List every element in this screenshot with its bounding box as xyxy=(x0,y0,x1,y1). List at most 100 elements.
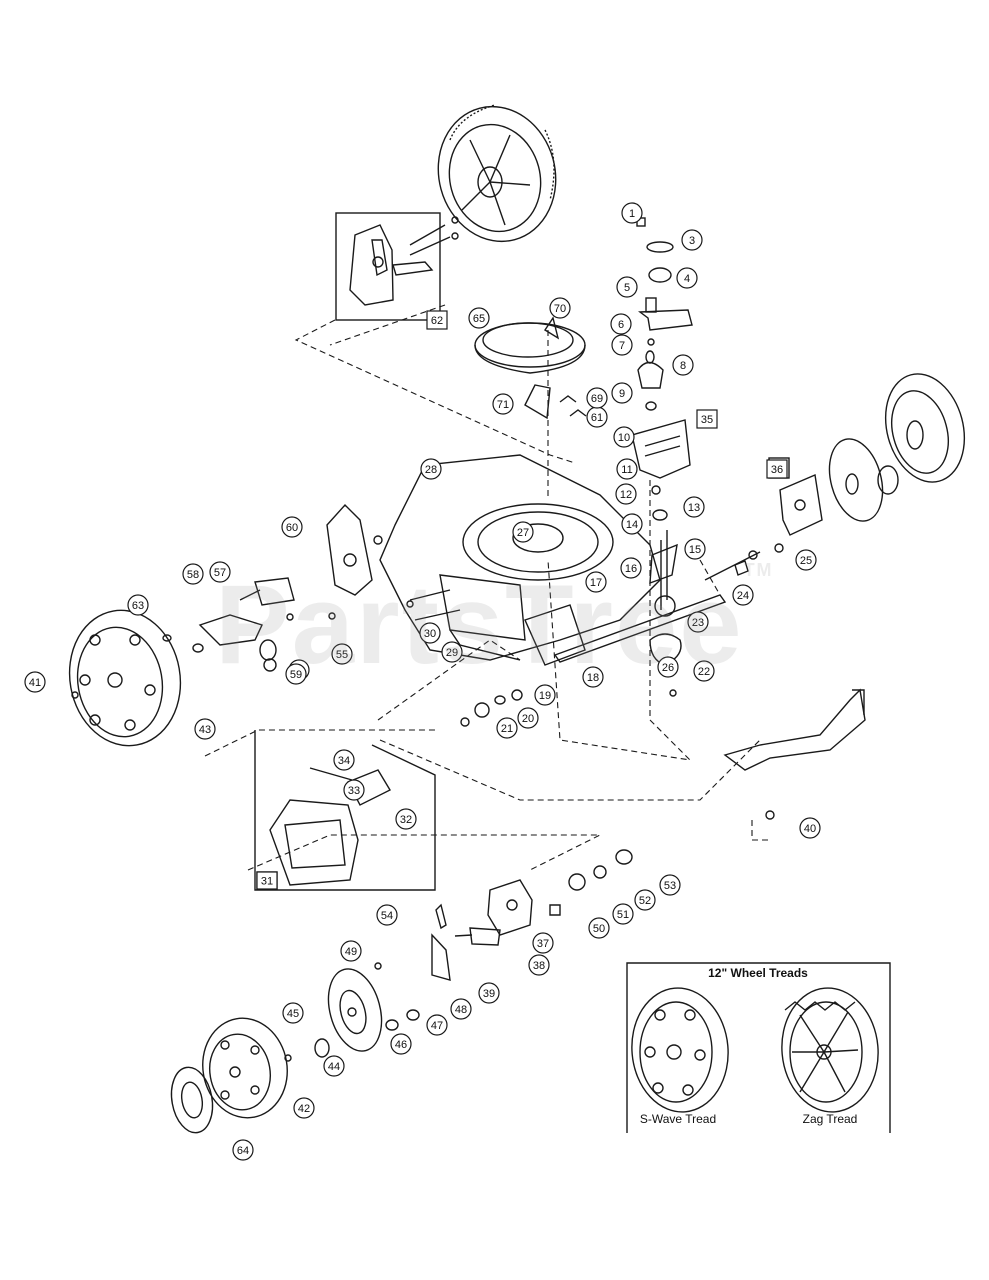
callout-28: 28 xyxy=(420,458,442,480)
callout-43: 43 xyxy=(194,718,216,740)
callout-57: 57 xyxy=(209,561,231,583)
callout-11-label: 11 xyxy=(621,464,632,476)
callout-69-label: 69 xyxy=(591,393,603,405)
boxed-label-31: 31 xyxy=(256,871,278,890)
callout-33-label: 33 xyxy=(348,785,360,797)
callout-6: 6 xyxy=(610,313,632,335)
boxed-label-31-text: 31 xyxy=(261,876,273,888)
callout-48-label: 48 xyxy=(455,1004,467,1016)
callout-12-label: 12 xyxy=(620,489,632,501)
boxed-label-62: 62 xyxy=(426,310,448,330)
callout-14: 14 xyxy=(621,513,643,535)
callout-18-label: 18 xyxy=(587,672,599,684)
callout-26: 26 xyxy=(657,656,679,678)
callout-50-label: 50 xyxy=(593,923,605,935)
callout-13: 13 xyxy=(683,496,705,518)
drive-stack xyxy=(631,217,693,610)
callout-3: 3 xyxy=(681,229,703,251)
callout-5-label: 5 xyxy=(624,282,630,294)
callout-49-label: 49 xyxy=(345,946,357,958)
callout-8: 8 xyxy=(672,354,694,376)
callout-29: 29 xyxy=(441,641,463,663)
zag-tread-label: Zag Tread xyxy=(802,1112,858,1126)
callout-23-label: 23 xyxy=(692,617,704,629)
callout-34-label: 34 xyxy=(338,755,350,767)
callout-38: 38 xyxy=(528,954,550,976)
callout-58-label: 58 xyxy=(187,569,199,581)
s-wave-tread-label: S-Wave Tread xyxy=(639,1112,717,1126)
callout-51-label: 51 xyxy=(617,909,629,921)
boxed-label-36-text: 36 xyxy=(771,464,783,476)
callout-70: 70 xyxy=(549,297,571,319)
callout-11: 11 xyxy=(616,458,638,480)
callout-59-label: 59 xyxy=(290,669,302,681)
callout-45: 45 xyxy=(282,1002,304,1024)
callout-12: 12 xyxy=(615,483,637,505)
callout-63-label: 63 xyxy=(132,600,144,612)
callout-23: 23 xyxy=(687,611,709,633)
callout-30-label: 30 xyxy=(424,628,436,640)
callout-44: 44 xyxy=(323,1055,345,1077)
callout-52: 52 xyxy=(634,889,656,911)
callout-61-label: 61 xyxy=(591,412,603,424)
callout-16: 16 xyxy=(620,557,642,579)
callout-47: 47 xyxy=(426,1014,448,1036)
callout-40-label: 40 xyxy=(804,823,816,835)
callout-55: 55 xyxy=(331,643,353,665)
callout-10: 10 xyxy=(613,426,635,448)
boxed-label-62-text: 62 xyxy=(431,315,443,327)
callout-4-label: 4 xyxy=(684,273,690,285)
s-wave-wheel-icon xyxy=(631,987,729,1113)
rear-wheel-top xyxy=(437,104,557,243)
callout-16-label: 16 xyxy=(625,563,637,575)
callout-34: 34 xyxy=(333,749,355,771)
boxed-label-35-text: 35 xyxy=(701,414,713,426)
callout-52-label: 52 xyxy=(639,895,651,907)
callout-13-label: 13 xyxy=(688,502,700,514)
assembly-guide-lines xyxy=(204,304,770,871)
callout-15: 15 xyxy=(684,538,706,560)
callout-41-label: 41 xyxy=(29,677,41,689)
front-wheel-left xyxy=(68,609,182,747)
callout-70-label: 70 xyxy=(554,303,566,315)
right-wheel-assembly xyxy=(704,373,966,581)
callout-1: 1 xyxy=(621,202,643,224)
callout-9-label: 9 xyxy=(619,388,625,400)
callout-44-label: 44 xyxy=(328,1061,340,1073)
callout-71: 71 xyxy=(492,393,514,415)
callout-33: 33 xyxy=(343,779,365,801)
callout-20: 20 xyxy=(517,707,539,729)
callout-6-label: 6 xyxy=(618,319,624,331)
callout-46-label: 46 xyxy=(395,1039,407,1051)
boxed-label-36: 36 xyxy=(766,459,788,479)
callout-40: 40 xyxy=(799,817,821,839)
callout-71-label: 71 xyxy=(497,399,509,411)
callout-26-label: 26 xyxy=(662,662,674,674)
callout-50: 50 xyxy=(588,917,610,939)
callout-41: 41 xyxy=(24,671,46,693)
callout-20-label: 20 xyxy=(522,713,534,725)
callout-63: 63 xyxy=(127,594,149,616)
callout-8-label: 8 xyxy=(680,360,686,372)
callout-60: 60 xyxy=(281,516,303,538)
callout-58: 58 xyxy=(182,563,204,585)
callout-22: 22 xyxy=(693,660,715,682)
callout-57-label: 57 xyxy=(214,567,226,579)
callout-55-label: 55 xyxy=(336,649,348,661)
boxed-label-35: 35 xyxy=(696,409,718,429)
callout-24-label: 24 xyxy=(737,590,749,602)
boxed-label-layer: 62 35 36 31 xyxy=(256,310,788,890)
callout-42-label: 42 xyxy=(298,1103,310,1115)
bracket-62-group xyxy=(335,212,459,321)
callout-49: 49 xyxy=(340,940,362,962)
front-wheel-assembly xyxy=(170,849,633,1134)
callout-53-label: 53 xyxy=(664,880,676,892)
callout-28-label: 28 xyxy=(425,464,437,476)
callout-19-label: 19 xyxy=(539,690,551,702)
callout-25: 25 xyxy=(795,549,817,571)
callout-65-label: 65 xyxy=(473,313,485,325)
callout-19: 19 xyxy=(534,684,556,706)
left-height-bracket xyxy=(162,503,414,672)
callout-54-label: 54 xyxy=(381,910,393,922)
